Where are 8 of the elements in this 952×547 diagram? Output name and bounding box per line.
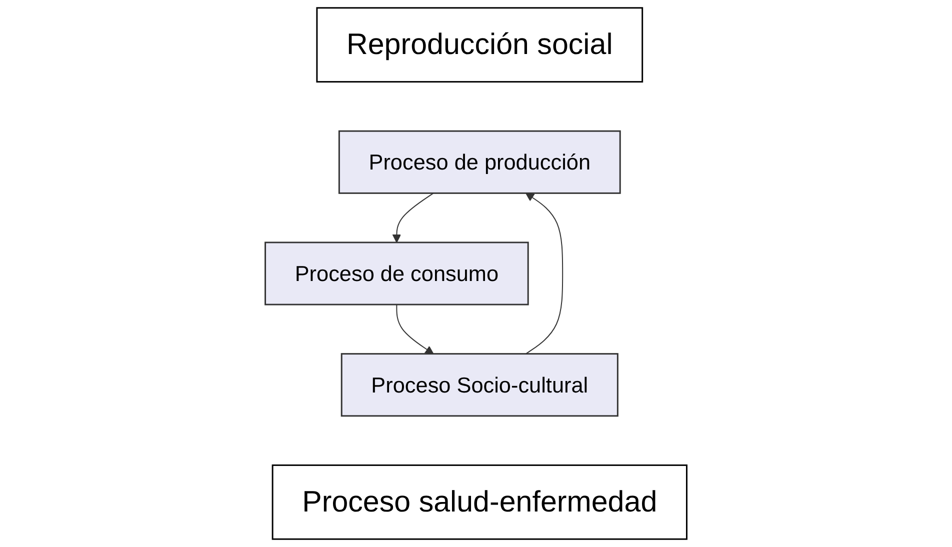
node-box: Proceso de producción [338,130,621,194]
node-box: Proceso salud-enfermedad [272,464,688,540]
arrow [392,192,434,243]
arrow [525,192,564,354]
node-box: Proceso Socio-cultural [340,353,618,417]
node-box: Reproducción social [316,7,644,83]
arrow [396,304,434,354]
node-box: Proceso de consumo [264,242,529,306]
